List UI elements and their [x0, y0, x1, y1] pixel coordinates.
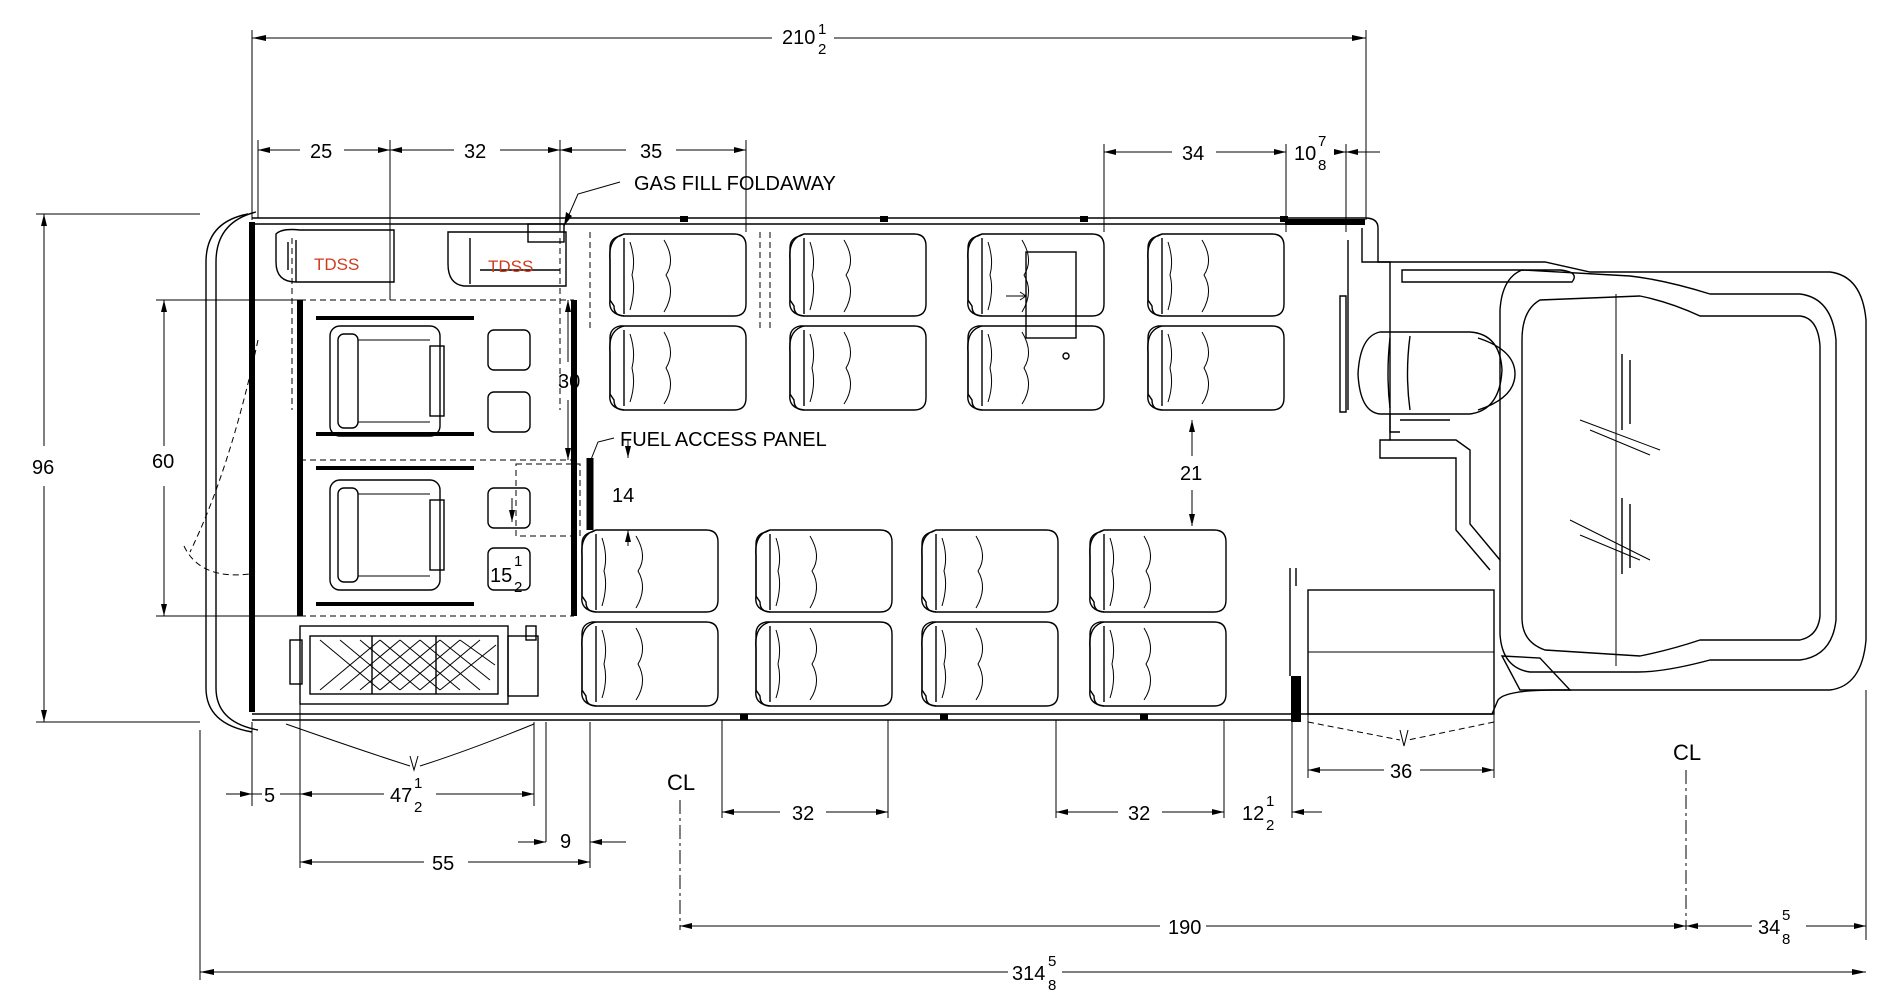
- dim-15-den: 2: [514, 579, 522, 596]
- dim-overall-bottom: 314: [1012, 963, 1045, 985]
- dim-34-whole: 34: [1758, 917, 1780, 939]
- dim-35: 35: [640, 141, 662, 163]
- dim-96: 96: [32, 457, 54, 479]
- dim-34: 34: [1182, 143, 1204, 165]
- wheelchair-lift-area: [183, 223, 594, 705]
- dim-15-num: 1: [514, 553, 522, 570]
- dim-5: 5: [264, 785, 275, 807]
- dim-25: 25: [310, 141, 332, 163]
- centerline-label-rear: CL: [667, 770, 695, 795]
- dim-32-pitch-a: 32: [792, 803, 814, 825]
- dim-30: 30: [558, 371, 580, 393]
- tdss-label-2: TDSS: [488, 257, 533, 276]
- dim-9: 9: [560, 831, 571, 853]
- dim-34-den: 8: [1782, 931, 1790, 948]
- extinguisher-box: [1006, 251, 1077, 360]
- dim-34-num: 5: [1782, 907, 1790, 924]
- dim-overall-bottom-den: 8: [1048, 977, 1056, 994]
- tdss-label-1: TDSS: [314, 255, 359, 274]
- dim-10-num: 7: [1318, 133, 1326, 150]
- dim-55: 55: [432, 853, 454, 875]
- seat-row-left-3: [967, 233, 1105, 411]
- dim-overall-top-den: 2: [818, 41, 826, 58]
- dim-32-pitch-b: 32: [1128, 803, 1150, 825]
- dim-14: 14: [612, 485, 634, 507]
- dim-overall-top-num: 1: [818, 21, 826, 38]
- dim-12-whole: 12: [1242, 803, 1264, 825]
- dim-15-whole: 15: [490, 565, 512, 587]
- dim-47-whole: 47: [390, 785, 412, 807]
- dim-12-den: 2: [1266, 817, 1274, 834]
- bus-body-outline: [205, 211, 1867, 747]
- dim-47-den: 2: [414, 799, 422, 816]
- seat-row-left-1: [609, 233, 747, 411]
- gas-fill-foldaway-label: GAS FILL FOLDAWAY: [634, 173, 836, 195]
- seat-row-left-4: [1147, 233, 1285, 411]
- seat-row-right-3: [921, 529, 1059, 707]
- seat-row-right-1: [581, 529, 719, 707]
- dim-190: 190: [1168, 917, 1201, 939]
- dim-12-num: 1: [1266, 793, 1274, 810]
- dim-47-num: 1: [414, 775, 422, 792]
- dim-60: 60: [152, 451, 174, 473]
- fuel-access-panel-label: FUEL ACCESS PANEL: [620, 429, 827, 451]
- centerline-label-front: CL: [1673, 740, 1701, 765]
- dim-21: 21: [1180, 463, 1202, 485]
- dimension-lines: [36, 30, 1867, 980]
- seat-row-right-2: [755, 529, 893, 707]
- seat-row-left-2: [789, 233, 927, 411]
- seat-row-right-4: [1089, 529, 1227, 707]
- dim-10-whole: 10: [1294, 143, 1316, 165]
- dim-10-den: 8: [1318, 157, 1326, 174]
- dim-overall-top: 210: [782, 27, 815, 49]
- dim-overall-bottom-num: 5: [1048, 953, 1056, 970]
- dim-32-top: 32: [464, 141, 486, 163]
- dim-36: 36: [1390, 761, 1412, 783]
